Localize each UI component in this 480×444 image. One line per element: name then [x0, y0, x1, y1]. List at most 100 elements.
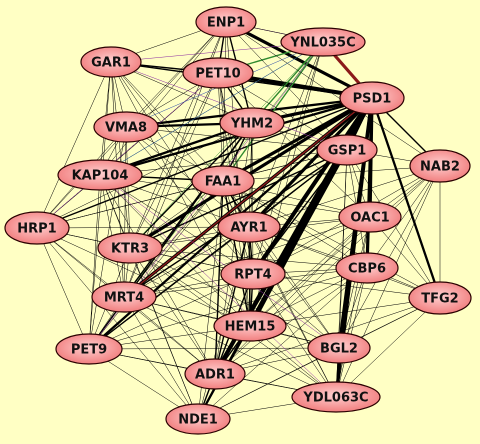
- node-shape: [408, 281, 472, 315]
- edge-faa1-mrt4: [123, 180, 224, 298]
- node-enp1[interactable]: ENP1: [195, 6, 257, 38]
- edge-faa1-cbp6: [222, 180, 368, 269]
- edge-hrp1-nde1: [36, 227, 199, 420]
- edge-kap104-adr1: [99, 174, 216, 375]
- edge-kap104-rpt4: [99, 174, 254, 275]
- node-shape: [316, 134, 378, 166]
- node-pet10[interactable]: PET10: [182, 57, 254, 89]
- edge-hrp1-pet9: [36, 227, 90, 350]
- edge-hrp1-hem15: [36, 227, 251, 327]
- edge-pet10-ktr3: [129, 72, 219, 249]
- edge-hrp1-ayr1: [36, 226, 250, 229]
- node-label: OAC1: [350, 211, 389, 226]
- edge-psd1-rpt4: [250, 95, 375, 277]
- node-psd1[interactable]: PSD1: [339, 81, 405, 115]
- node-shape: [184, 358, 246, 390]
- edge-cbp6-ydl063c: [335, 267, 368, 398]
- edge-kap104-hem15: [99, 174, 251, 327]
- edge-ayr1-pet9: [88, 226, 250, 350]
- edge-gar1-hrp1: [36, 61, 112, 229]
- edge-cbp6-adr1: [214, 267, 368, 375]
- node-rpt4[interactable]: RPT4: [220, 258, 286, 290]
- node-bgl2[interactable]: BGL2: [307, 332, 371, 364]
- node-nde1[interactable]: NDE1: [165, 403, 231, 435]
- edge-cbp6-pet9: [88, 267, 368, 350]
- edge-ydl063c-kap104: [99, 174, 337, 398]
- node-hrp1[interactable]: HRP1: [4, 211, 70, 245]
- node-label: AYR1: [230, 221, 267, 236]
- node-label: HRP1: [17, 222, 56, 237]
- node-ktr3[interactable]: KTR3: [97, 232, 163, 264]
- node-shape: [80, 46, 142, 78]
- node-label: KTR3: [111, 242, 149, 257]
- node-label: CBP6: [348, 262, 386, 277]
- edge-pet10-oac1: [217, 72, 371, 218]
- node-oac1[interactable]: OAC1: [338, 201, 402, 233]
- node-shape: [335, 252, 399, 284]
- node-label: RPT4: [234, 268, 271, 283]
- node-ynl035c[interactable]: YNL035C: [280, 27, 366, 57]
- node-shape: [57, 159, 143, 191]
- node-ydl063c[interactable]: YDL063C: [291, 381, 381, 413]
- edge-pet10-gsp1: [217, 72, 348, 151]
- edge-ktr3-ynl035c: [129, 41, 324, 249]
- node-shape: [280, 27, 366, 57]
- node-label: PET10: [195, 67, 240, 82]
- node-label: BGL2: [320, 342, 358, 357]
- node-shape: [55, 333, 123, 365]
- node-kap104[interactable]: KAP104: [57, 159, 143, 191]
- edge-nab2-bgl2: [338, 165, 441, 349]
- edge-vma8-mrt4: [123, 126, 127, 298]
- edge-oac1-bgl2: [338, 216, 371, 349]
- node-ayr1[interactable]: AYR1: [217, 211, 281, 243]
- edge-faa1-bgl2: [222, 180, 340, 349]
- edge-mrt4-nde1: [123, 296, 199, 420]
- edge-gar1-ktr3: [110, 61, 131, 249]
- node-shape: [191, 165, 255, 197]
- node-nab2[interactable]: NAB2: [409, 149, 471, 183]
- node-shape: [339, 81, 405, 115]
- edge-ayr1-bgl2: [248, 226, 340, 349]
- edge-bgl2-kap104: [99, 174, 340, 349]
- edge-mrt4-ydl063c: [123, 296, 337, 398]
- node-label: ENP1: [207, 16, 245, 31]
- node-shape: [307, 332, 371, 364]
- edge-gsp1-pet9: [88, 149, 348, 350]
- node-tfg2[interactable]: TFG2: [408, 281, 472, 315]
- edge-hrp1-pet10: [36, 72, 219, 229]
- edge-yhm2-hrp1: [36, 122, 253, 229]
- edge-gsp1-ktr3: [129, 149, 348, 249]
- node-shape: [93, 111, 159, 143]
- edge-ayr1-adr1: [214, 226, 250, 375]
- edge-tfg2-ydl063c: [335, 297, 441, 398]
- node-cbp6[interactable]: CBP6: [335, 252, 399, 284]
- node-gar1[interactable]: GAR1: [80, 46, 142, 78]
- edge-enp1-gsp1: [225, 21, 348, 151]
- edge-faa1-adr1: [214, 180, 224, 375]
- node-faa1[interactable]: FAA1: [191, 165, 255, 197]
- node-gsp1[interactable]: GSP1: [316, 134, 378, 166]
- edge-psd1-tfg2: [370, 96, 442, 300]
- node-shape: [213, 310, 287, 342]
- node-yhm2[interactable]: YHM2: [219, 107, 285, 139]
- edge-rpt4-ydl063c: [252, 273, 337, 398]
- edge-psd1-ktr3: [128, 96, 374, 250]
- edge-vma8-rpt4: [125, 126, 254, 275]
- node-shape: [409, 149, 471, 183]
- edge-oac1-mrt4: [123, 216, 371, 298]
- node-hem15[interactable]: HEM15: [213, 310, 287, 342]
- node-adr1[interactable]: ADR1: [184, 358, 246, 390]
- edge-ktr3-nde1: [129, 247, 199, 420]
- edge-yhm2-ktr3: [129, 122, 253, 249]
- edge-ayr1-ydl063c: [248, 226, 337, 398]
- node-vma8[interactable]: VMA8: [93, 111, 159, 143]
- node-label: NAB2: [420, 160, 460, 175]
- edge-pet9-bgl2: [88, 347, 340, 350]
- node-label: KAP104: [72, 169, 129, 184]
- edge-nab2-faa1: [222, 165, 441, 182]
- node-mrt4[interactable]: MRT4: [91, 281, 157, 313]
- node-label: PET9: [71, 343, 107, 358]
- edge-rpt4-pet9: [88, 273, 254, 350]
- node-pet9[interactable]: PET9: [55, 333, 123, 365]
